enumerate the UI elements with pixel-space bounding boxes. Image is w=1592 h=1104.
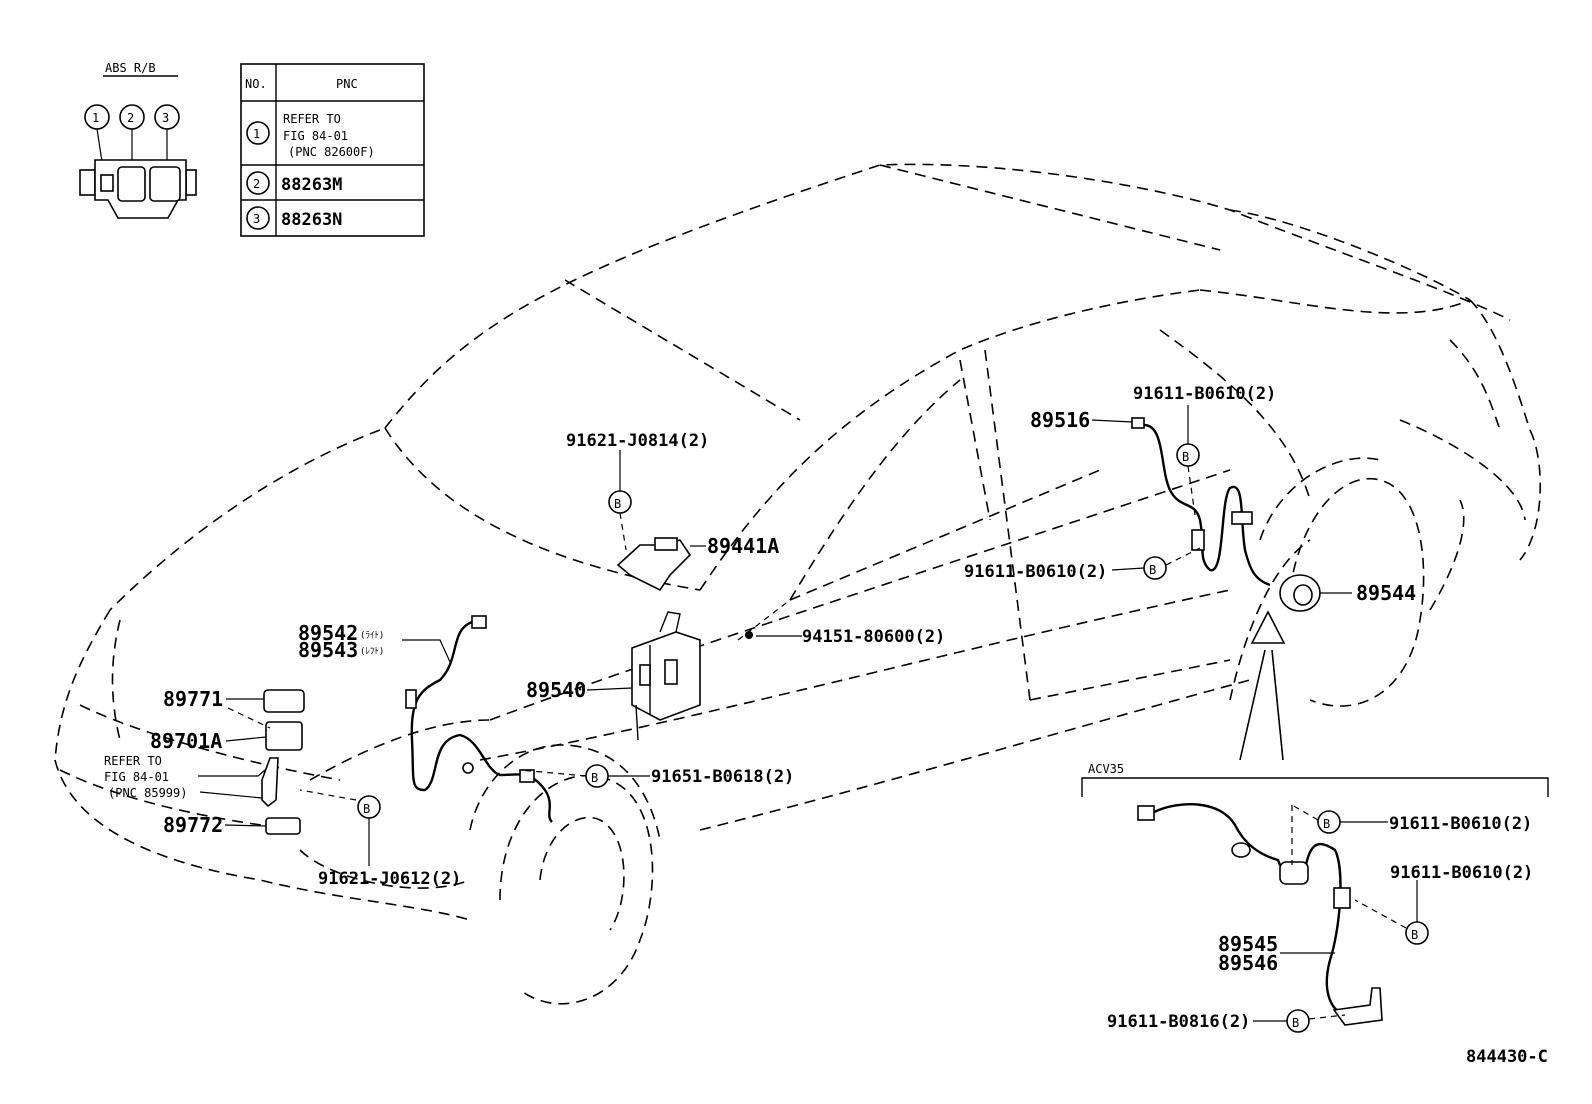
svg-text:B: B (1323, 817, 1330, 831)
svg-text:B: B (591, 771, 598, 785)
table-row3-no: 3 (253, 212, 260, 226)
abs-rb-num-2: 2 (127, 111, 134, 125)
figure-number: 844430-C (1466, 1047, 1548, 1067)
label-89543-sub: (ﾚﾌﾄ) (360, 647, 384, 657)
label-89701a: 89701A (150, 729, 222, 753)
acv35-label-91611-b0816: 91611-B0816(2) (1107, 1012, 1250, 1032)
bolt-symbol-mid-right: B (1143, 556, 1167, 580)
abs-rb-inset: ABS R/B 1 2 3 (79, 61, 197, 219)
bolt-symbol-label: B (614, 497, 621, 511)
front-sensor-wire (405, 615, 553, 823)
table-row1-line1: REFER TO (283, 112, 341, 126)
acv35-title: ACV35 (1088, 762, 1124, 776)
svg-text:B: B (363, 802, 370, 816)
abs-rb-num-1: 1 (92, 111, 99, 125)
label-91651-b0618: 91651-B0618(2) (651, 767, 794, 787)
refer-line-2: FIG 84-01 (104, 770, 169, 784)
label-89771: 89771 (163, 687, 223, 711)
pnc-table: NO. PNC 1 REFER TO FIG 84-01 (PNC 82600F… (240, 63, 425, 237)
svg-text:B: B (1292, 1016, 1299, 1030)
table-row1-line2: FIG 84-01 (283, 129, 348, 143)
bolt-symbol-j0612: B (357, 795, 381, 819)
acv35-bolt-a: B (1317, 810, 1341, 834)
acv35-label-91611-a: 91611-B0610(2) (1389, 814, 1532, 834)
label-89543: 89543 (298, 638, 358, 662)
table-row1-no: 1 (253, 127, 260, 141)
svg-text:B: B (1411, 928, 1418, 942)
label-89441a: 89441A (707, 534, 779, 558)
relay-89771 (263, 689, 305, 713)
svg-text:B: B (1182, 450, 1189, 464)
rear-sensor-wire (1131, 417, 1271, 587)
label-89540: 89540 (526, 678, 586, 702)
rotor-sensor-ring (1279, 574, 1321, 612)
label-91611-b0610-top: 91611-B0610(2) (1133, 384, 1276, 404)
label-89772: 89772 (163, 813, 223, 837)
label-89542-sub: (ﾗｲﾄ) (360, 630, 384, 641)
connector-89772 (265, 817, 301, 835)
acv35-label-91611-b: 91611-B0610(2) (1390, 863, 1533, 883)
leader-lines (198, 405, 1352, 866)
acv35-label-89545: 89545 (1218, 932, 1278, 956)
label-91621-j0814: 91621-J0814(2) (566, 431, 709, 451)
acv35-inset: ACV35 B B B 91611-B0610(2) 9 (1081, 762, 1549, 1033)
label-89542: 89542 (298, 621, 358, 645)
table-row2-pnc: 88263M (281, 175, 342, 195)
acv35-label-89546: 89546 (1218, 951, 1278, 975)
table-header-pnc: PNC (336, 77, 358, 91)
abs-rb-title: ABS R/B (105, 61, 156, 75)
table-row2-no: 2 (253, 177, 260, 191)
table-row3-pnc: 88263N (281, 210, 342, 230)
label-89516: 89516 (1030, 408, 1090, 432)
label-91611-b0610-mid: 91611-B0610(2) (964, 562, 1107, 582)
bolt-symbol-j0814: B (608, 490, 632, 514)
abs-ecu (631, 611, 701, 741)
bolt-symbol-b0618: B (585, 764, 609, 788)
bolt-symbol-top-right: B (1176, 443, 1200, 467)
label-89544: 89544 (1356, 581, 1416, 605)
table-row1-line3: (PNC 82600F) (288, 145, 375, 159)
label-94151-80600: 94151-80600(2) (802, 627, 945, 647)
acv35-bolt-b: B (1405, 921, 1429, 945)
height-sensor-bracket (616, 537, 692, 592)
relay-89701a (265, 721, 303, 751)
relay-bracket (261, 757, 279, 808)
vehicle-outline (54, 163, 1542, 1005)
refer-line-1: REFER TO (104, 754, 162, 768)
refer-line-3: (PNC 85999) (108, 786, 187, 800)
abs-rb-num-3: 3 (162, 111, 169, 125)
svg-text:B: B (1149, 563, 1156, 577)
label-91621-j0612: 91621-J0612(2) (318, 869, 461, 889)
table-header-no: NO. (245, 77, 267, 91)
acv35-bolt-c: B (1286, 1009, 1310, 1033)
